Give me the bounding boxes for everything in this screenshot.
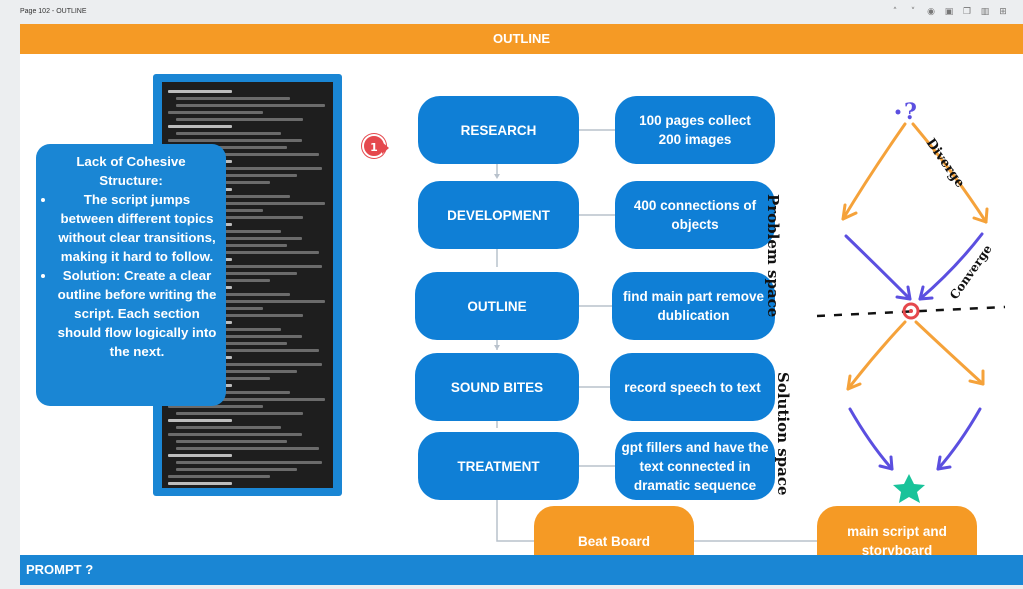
- script-text-line: [168, 419, 232, 422]
- script-text-line: [176, 104, 326, 107]
- delete-icon[interactable]: ▥: [980, 7, 990, 17]
- slide-header: OUTLINE: [20, 24, 1023, 54]
- script-text-line: [168, 433, 302, 436]
- chevron-up-icon[interactable]: ˄: [892, 7, 898, 17]
- step-development[interactable]: DEVELOPMENT: [418, 181, 579, 249]
- script-text-line: [176, 370, 297, 373]
- badge-pointer: [382, 142, 389, 154]
- lock-icon[interactable]: ▣: [944, 7, 954, 17]
- step-research[interactable]: RESEARCH: [418, 96, 579, 164]
- script-text-line: [176, 244, 288, 247]
- script-text-line: [176, 447, 320, 450]
- script-text-line: [168, 475, 270, 478]
- script-text-line: [176, 468, 297, 471]
- step-treatment[interactable]: TREATMENT: [418, 432, 579, 500]
- callout-bullet: The script jumps between different topic…: [56, 190, 218, 266]
- problem-space-label: Problem space: [764, 194, 782, 318]
- chevron-down-icon[interactable]: ˅: [910, 7, 916, 17]
- script-text-line: [176, 146, 288, 149]
- detail-treatment[interactable]: gpt fillers and have the text connected …: [615, 432, 775, 500]
- add-page-icon[interactable]: ⊞: [999, 7, 1007, 17]
- detail-outline[interactable]: find main part remove dublication: [612, 272, 775, 340]
- problem-solution-sketch: ?: [816, 99, 1006, 503]
- script-text-line: [176, 398, 326, 401]
- eye-icon[interactable]: ◉: [927, 7, 935, 17]
- script-text-line: [176, 132, 281, 135]
- script-text-line: [176, 293, 291, 296]
- detail-development[interactable]: 400 connections of objects: [615, 181, 775, 249]
- script-text-line: [168, 482, 232, 485]
- script-text-line: [176, 167, 323, 170]
- script-text-line: [176, 174, 297, 177]
- script-text-line: [176, 230, 281, 233]
- script-text-line: [176, 363, 323, 366]
- step-sound-bites[interactable]: SOUND BITES: [415, 353, 579, 421]
- detail-sound-bites[interactable]: record speech to text: [610, 353, 775, 421]
- script-text-line: [176, 300, 326, 303]
- callout-title: Lack of Cohesive Structure:: [76, 154, 186, 188]
- script-text-line: [176, 328, 281, 331]
- callout-bullets: The script jumps between different topic…: [44, 190, 218, 361]
- solution-space-label: Solution space: [774, 372, 792, 496]
- step-outline[interactable]: OUTLINE: [415, 272, 579, 340]
- script-text-line: [168, 90, 232, 93]
- duplicate-icon[interactable]: ❐: [962, 7, 972, 17]
- callout-bullet: Solution: Create a clear outline before …: [56, 266, 218, 361]
- page-toolbar: Page 102 - OUTLINE ˄ ˅ ◉ ▣ ❐ ▥ ⊞: [0, 0, 1023, 26]
- script-text-line: [168, 139, 302, 142]
- cohesion-callout[interactable]: Lack of Cohesive Structure: The script j…: [36, 144, 226, 406]
- slide-footer: PROMPT ?: [20, 555, 1023, 585]
- script-text-line: [176, 272, 297, 275]
- script-text-line: [176, 251, 320, 254]
- script-text-line: [176, 202, 326, 205]
- script-text-line: [176, 412, 304, 415]
- script-text-line: [176, 440, 288, 443]
- slide[interactable]: OUTLINE Lack of Cohesive Structure: The …: [20, 24, 1023, 585]
- script-text-line: [176, 342, 288, 345]
- script-text-line: [168, 405, 264, 408]
- script-text-line: [168, 125, 232, 128]
- question-mark: ?: [904, 99, 917, 125]
- script-text-line: [168, 237, 302, 240]
- script-text-line: [176, 265, 323, 268]
- script-text-line: [168, 454, 232, 457]
- script-text-line: [176, 216, 304, 219]
- script-text-line: [176, 153, 320, 156]
- script-text-line: [176, 426, 281, 429]
- script-text-line: [168, 111, 264, 114]
- script-text-line: [176, 461, 323, 464]
- script-text-line: [176, 391, 291, 394]
- script-text-line: [176, 314, 304, 317]
- script-text-line: [168, 335, 302, 338]
- script-text-line: [176, 118, 304, 121]
- script-text-line: [176, 97, 291, 100]
- script-text-line: [176, 349, 320, 352]
- script-text-line: [176, 195, 291, 198]
- detail-research[interactable]: 100 pages collect 200 images: [615, 96, 775, 164]
- page-label: Page 102 - OUTLINE: [20, 8, 87, 15]
- page-tools: ˄ ˅ ◉ ▣ ❐ ▥ ⊞: [889, 6, 1009, 18]
